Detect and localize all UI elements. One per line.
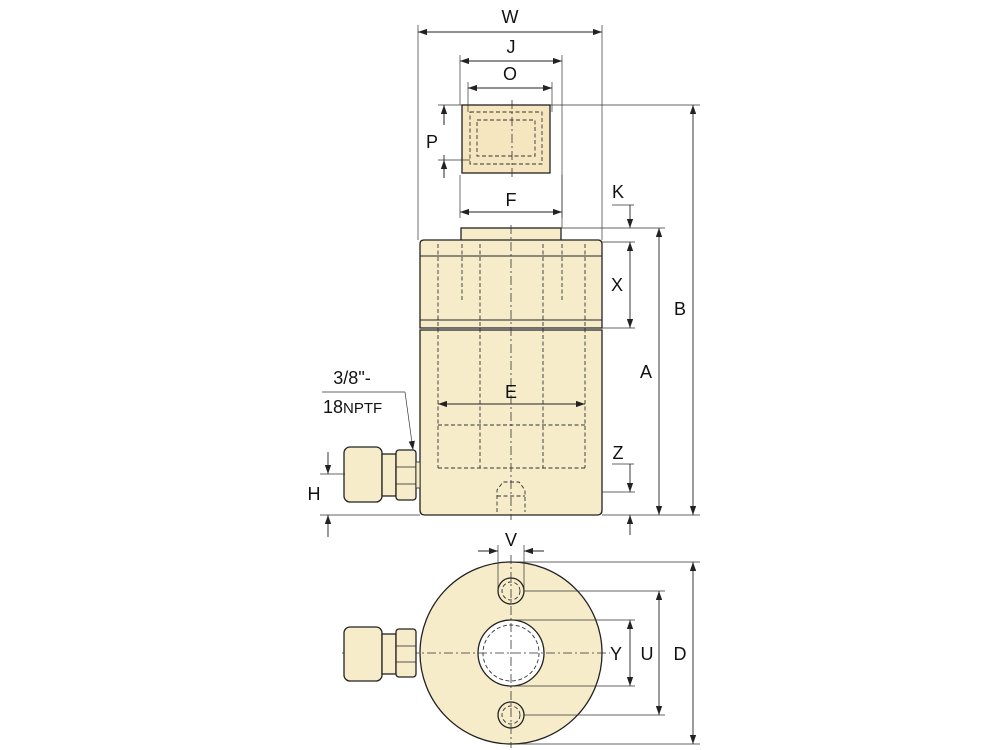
label-D: D (674, 644, 687, 664)
label-port-num: 18 (323, 397, 343, 417)
label-O: O (503, 64, 517, 84)
label-port-thread: 18NPTF (323, 397, 382, 417)
label-Z: Z (613, 443, 624, 463)
cylinder-body (419, 329, 603, 516)
label-E: E (505, 382, 517, 402)
label-port-size: 3/8"- (333, 368, 370, 388)
label-B: B (674, 299, 686, 319)
label-port-unit: NPTF (343, 400, 382, 417)
label-K: K (612, 182, 624, 202)
saddle-detail (461, 100, 551, 178)
saddle-hidden-inner (476, 119, 536, 157)
label-V: V (505, 530, 517, 550)
label-A: A (640, 362, 652, 382)
label-H: H (308, 484, 321, 504)
label-W: W (502, 7, 519, 27)
label-U: U (641, 644, 654, 664)
label-P: P (426, 132, 438, 152)
label-X: X (611, 275, 623, 295)
label-F: F (506, 190, 517, 210)
coupler-side (343, 446, 421, 503)
label-J: J (507, 37, 516, 57)
dimension-lines (320, 25, 700, 745)
cylinder-bottom-view (342, 555, 610, 748)
saddle-hidden-outer (469, 111, 543, 165)
dimension-labels: W J O P F K X B A E Z H 3/8"- 18NPTF V Y… (308, 7, 687, 664)
saddle-body (461, 104, 551, 174)
label-Y: Y (610, 644, 622, 664)
cylinder-side-view (419, 225, 603, 520)
